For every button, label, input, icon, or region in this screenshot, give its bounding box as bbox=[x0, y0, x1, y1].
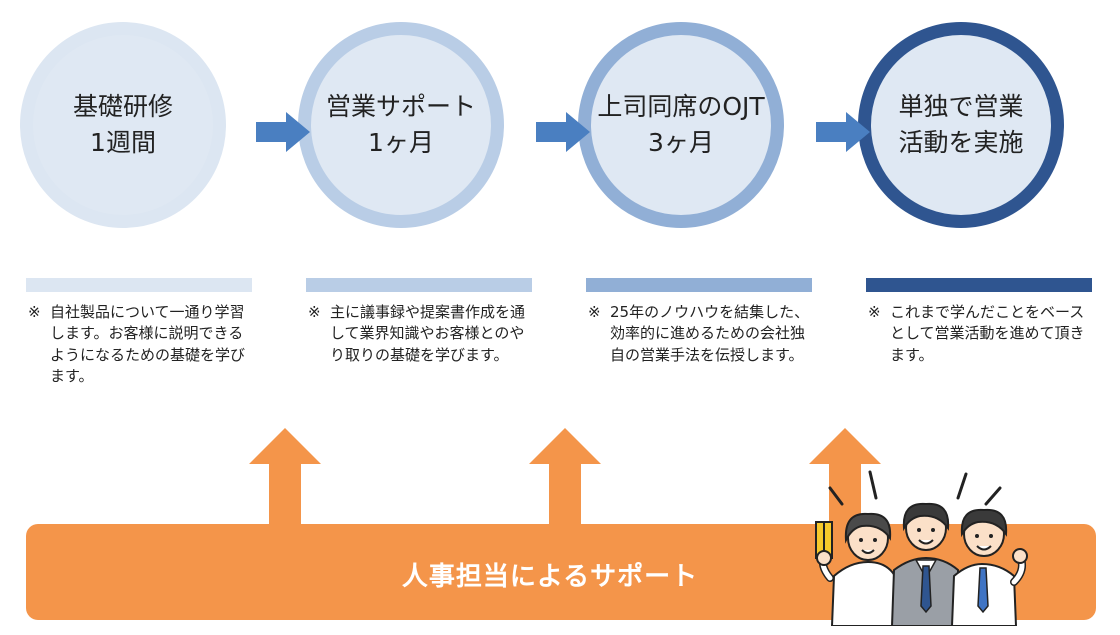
step-4-title: 単独で営業 bbox=[898, 91, 1024, 121]
step-circle-3: 上司同席のOJT 3ヶ月 bbox=[578, 22, 784, 228]
support-label: 人事担当によるサポート bbox=[401, 562, 699, 592]
step-4-note: ※ これまで学んだことをベースとして営業活動を進めて頂きます。 bbox=[868, 302, 1094, 366]
note-text: 主に議事録や提案書作成を通して業界知識やお客様とのやり取りの基礎を学びます。 bbox=[330, 303, 526, 364]
note-text: 25年のノウハウを結集した、効率的に進めるための会社独自の営業手法を伝授します。 bbox=[610, 303, 810, 364]
step-2-bar bbox=[306, 278, 532, 292]
step-2-note: ※ 主に議事録や提案書作成を通して業界知識やお客様とのやり取りの基礎を学びます。 bbox=[308, 302, 534, 366]
step-4-duration: 活動を実施 bbox=[898, 128, 1024, 157]
arrow-right-icon bbox=[256, 112, 310, 152]
step-3-note: ※ 25年のノウハウを結集した、効率的に進めるための会社独自の営業手法を伝授しま… bbox=[588, 302, 814, 366]
note-text: これまで学んだことをベースとして営業活動を進めて頂きます。 bbox=[890, 303, 1085, 364]
note-mark: ※ bbox=[308, 303, 321, 321]
arrow-up-icon bbox=[529, 428, 601, 528]
step-1-title: 基礎研修 bbox=[72, 91, 173, 121]
step-circle-1: 基礎研修 1週間 bbox=[20, 22, 226, 228]
step-1-duration: 1週間 bbox=[90, 128, 156, 157]
step-circle-4: 単独で営業 活動を実施 bbox=[858, 22, 1064, 228]
step-3-duration: 3ヶ月 bbox=[648, 128, 714, 157]
step-2-duration: 1ヶ月 bbox=[368, 128, 434, 157]
step-1-bar bbox=[26, 278, 252, 292]
step-2-title: 営業サポート bbox=[325, 91, 476, 121]
cheering-team-illustration bbox=[815, 470, 1028, 626]
arrow-up-icon bbox=[249, 428, 321, 528]
step-4-bar bbox=[866, 278, 1092, 292]
step-3-title: 上司同席のOJT bbox=[597, 91, 765, 121]
note-mark: ※ bbox=[868, 303, 881, 321]
note-text: 自社製品について一通り学習します。お客様に説明できるようになるための基礎を学びま… bbox=[50, 303, 246, 385]
arrow-right-icon bbox=[536, 112, 590, 152]
arrow-up-icon bbox=[809, 428, 881, 528]
step-3-bar bbox=[586, 278, 812, 292]
note-mark: ※ bbox=[28, 303, 41, 321]
note-mark: ※ bbox=[588, 303, 601, 321]
step-circle-2: 営業サポート 1ヶ月 bbox=[298, 22, 504, 228]
step-1-note: ※ 自社製品について一通り学習します。お客様に説明できるようになるための基礎を学… bbox=[28, 302, 254, 387]
arrow-right-icon bbox=[816, 112, 870, 152]
